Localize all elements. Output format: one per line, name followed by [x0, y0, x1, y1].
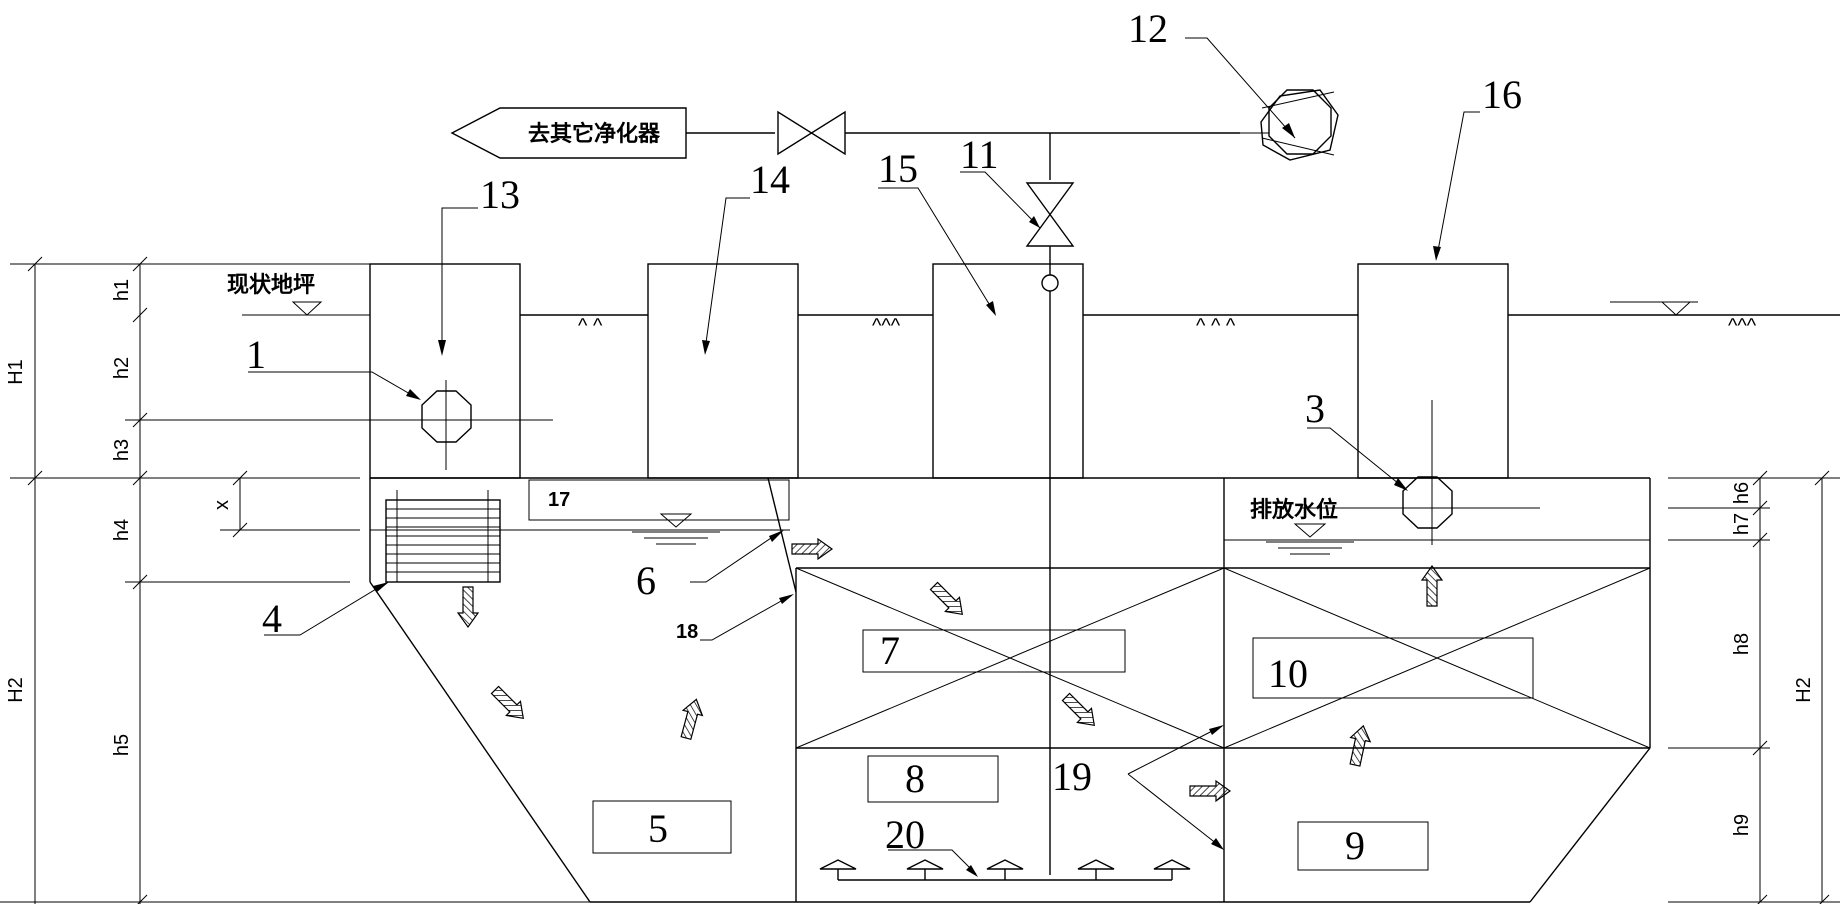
label-13: 13 [480, 172, 520, 217]
svg-text:H2: H2 [1793, 677, 1815, 703]
svg-text:x: x [211, 500, 233, 510]
ground-level-marker-right [1660, 301, 1692, 316]
bar-screen-4 [385, 490, 501, 583]
box-7 [862, 629, 1126, 673]
label-16: 16 [1482, 72, 1522, 117]
svg-text:H2: H2 [5, 677, 27, 703]
air-diffusers [819, 859, 1191, 880]
label-9: 9 [1345, 823, 1365, 868]
label-15: 15 [878, 146, 918, 191]
label-4: 4 [262, 596, 282, 641]
svg-text:^ ^: ^ ^ [578, 315, 603, 337]
to-other-purifier-label: 去其它净化器 [528, 121, 661, 147]
tower-14 [647, 263, 799, 479]
tower-13 [369, 263, 521, 479]
tank-structure [369, 477, 1651, 903]
label-1: 1 [246, 332, 266, 377]
label-19: 19 [1052, 754, 1092, 799]
pump-3 [1300, 400, 1540, 545]
label-11: 11 [960, 132, 999, 177]
box-10 [1252, 637, 1534, 699]
svg-text:^^^: ^^^ [1728, 315, 1757, 337]
label-6: 6 [636, 558, 656, 603]
label-7: 7 [880, 628, 900, 673]
label-3: 3 [1305, 386, 1325, 431]
left-dimensions: H1 H2 h1 h2 h3 h4 h5 x [0, 256, 590, 904]
box-5 [592, 800, 732, 854]
ground-level-label: 现状地坪 [227, 273, 315, 298]
pump-1 [370, 380, 553, 470]
svg-text:h9: h9 [1731, 814, 1753, 836]
label-10: 10 [1268, 651, 1308, 696]
gate-valve-vertical-11 [1025, 182, 1075, 247]
label-17: 17 [548, 489, 570, 511]
label-18: 18 [676, 621, 698, 643]
right-dimensions: h6 h7 h8 h9 H2 [1668, 470, 1840, 904]
svg-text:h1: h1 [111, 279, 133, 301]
pipe-to-other-purifier: 去其它净化器 [450, 107, 1240, 159]
label-12: 12 [1128, 6, 1168, 51]
box-8 [867, 755, 999, 803]
label-5: 5 [648, 806, 668, 851]
svg-text:h3: h3 [111, 439, 133, 461]
gate-valve-horizontal [777, 110, 846, 156]
svg-text:h6: h6 [1731, 482, 1753, 504]
svg-text:H1: H1 [5, 359, 27, 385]
box-9 [1297, 821, 1429, 871]
tower-15 [932, 263, 1084, 479]
label-14: 14 [750, 157, 790, 202]
svg-text:h4: h4 [111, 519, 133, 541]
blower-12 [1240, 89, 1339, 161]
discharge-level-label: 排放水位 [1250, 497, 1338, 523]
svg-text:^ ^ ^: ^ ^ ^ [1196, 315, 1236, 337]
svg-text:h5: h5 [111, 734, 133, 756]
pipe-gauge-circle [1041, 274, 1059, 292]
ground-level-marker [291, 301, 323, 316]
svg-text:h7: h7 [1731, 513, 1753, 535]
tower-16 [1357, 263, 1509, 479]
svg-text:h2: h2 [111, 357, 133, 379]
svg-text:^^^: ^^^ [872, 315, 901, 337]
label-8: 8 [905, 756, 925, 801]
box-17 [528, 479, 790, 521]
svg-text:h8: h8 [1731, 633, 1753, 655]
